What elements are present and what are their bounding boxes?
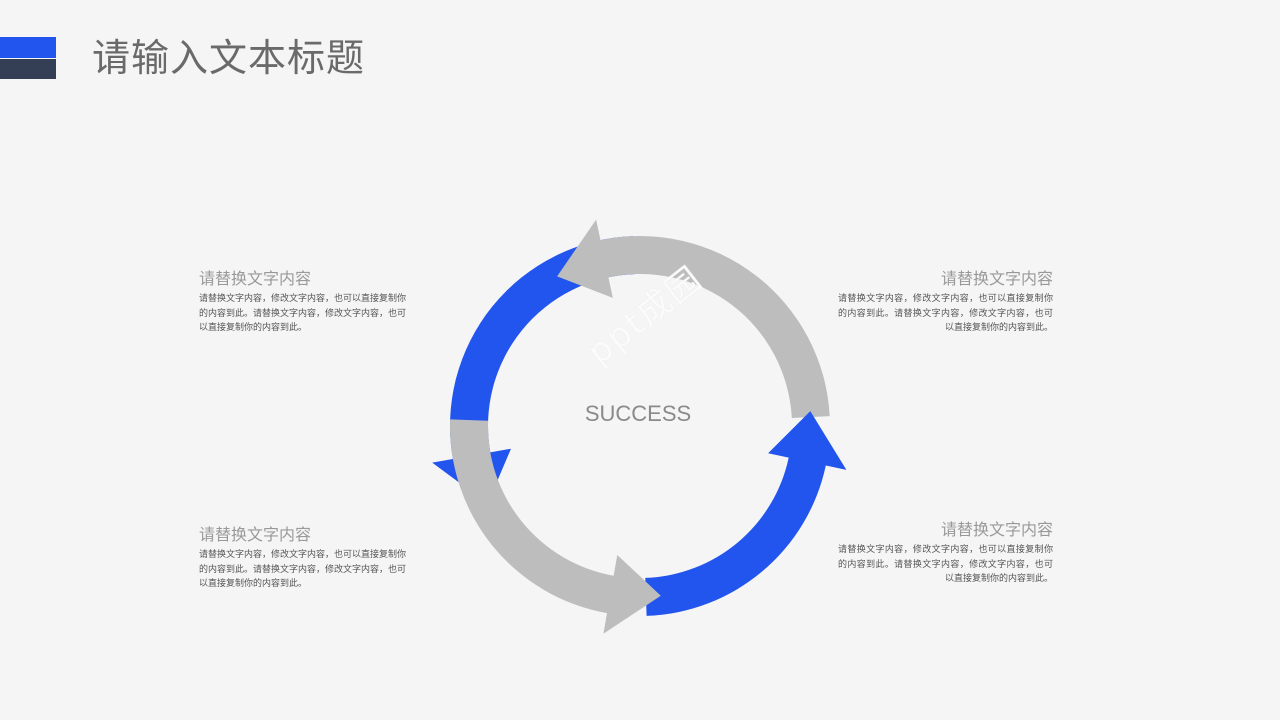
- header-accent-bar-bottom: [0, 59, 56, 79]
- block-body: 请替换文字内容，修改文字内容，也可以直接复制你的内容到此。请替换文字内容，修改文…: [838, 294, 1053, 333]
- cycle-arrow-bottom-right[interactable]: [645, 411, 847, 616]
- text-block-bottom-right[interactable]: 请替换文字内容 请替换文字内容，修改文字内容，也可以直接复制你的内容到此。请替换…: [838, 519, 1053, 587]
- cycle-arrow-bottom-left[interactable]: [449, 419, 661, 634]
- header-accent-bar-top: [0, 37, 56, 58]
- center-label[interactable]: SUCCESS: [584, 401, 692, 426]
- block-title: 请替换文字内容: [940, 520, 1053, 539]
- block-body: 请替换文字内容，修改文字内容，也可以直接复制你的内容到此。请替换文字内容，修改文…: [838, 545, 1053, 584]
- cycle-arrow-top-right[interactable]: [557, 219, 830, 418]
- text-block-top-left[interactable]: 请替换文字内容 请替换文字内容，修改文字内容，也可以直接复制你的内容到此。请替换…: [199, 268, 414, 336]
- text-block-top-right[interactable]: 请替换文字内容 请替换文字内容，修改文字内容，也可以直接复制你的内容到此。请替换…: [838, 268, 1053, 336]
- page-title[interactable]: 请输入文本标题: [92, 36, 366, 80]
- block-body: 请替换文字内容，修改文字内容，也可以直接复制你的内容到此。请替换文字内容，修改文…: [199, 294, 407, 333]
- text-block-bottom-left[interactable]: 请替换文字内容 请替换文字内容，修改文字内容，也可以直接复制你的内容到此。请替换…: [199, 524, 414, 592]
- block-title: 请替换文字内容: [940, 269, 1053, 288]
- block-title: 请替换文字内容: [199, 525, 312, 544]
- block-title: 请替换文字内容: [199, 269, 312, 288]
- block-body: 请替换文字内容，修改文字内容，也可以直接复制你的内容到此。请替换文字内容，修改文…: [199, 550, 407, 589]
